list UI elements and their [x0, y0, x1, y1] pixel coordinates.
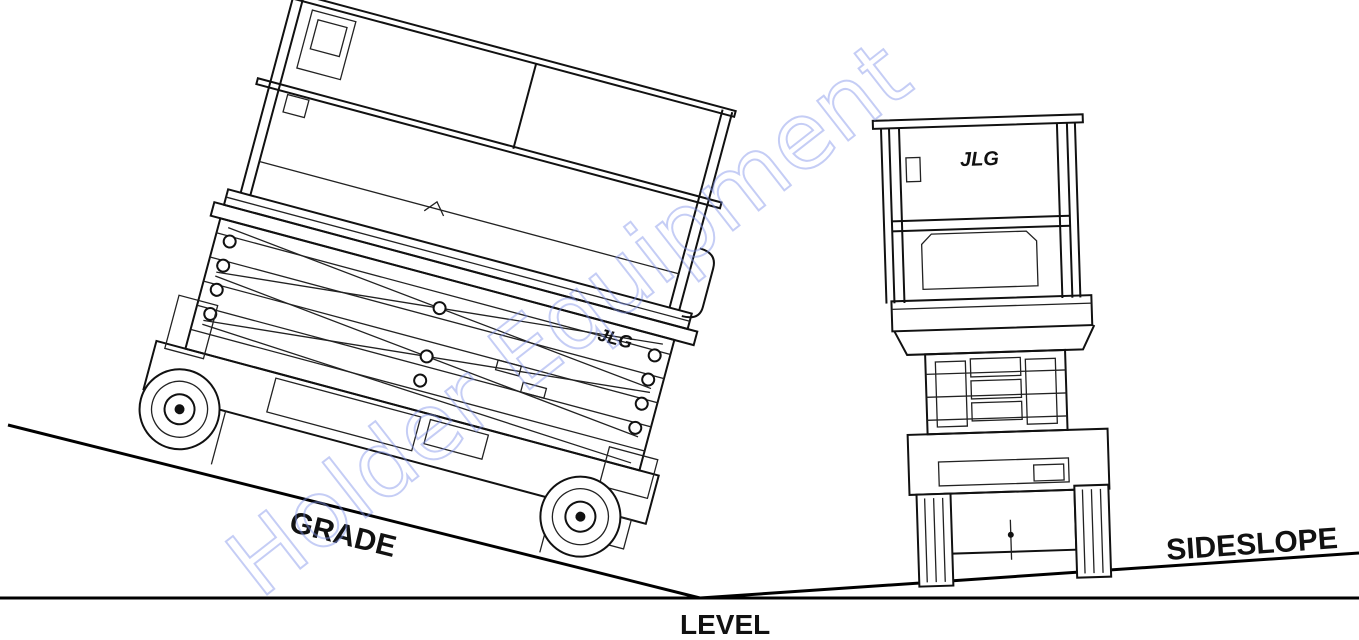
- sideslope-label: SIDESLOPE: [1165, 522, 1339, 567]
- grade-line: [7, 423, 701, 600]
- platform-deck-rear: [890, 294, 1096, 356]
- sideslope-line: [699, 551, 1359, 600]
- scissor-lift-on-grade: JLG: [138, 0, 737, 558]
- left-wheel-rear: [915, 492, 955, 588]
- scissor-stack-rear: [924, 348, 1069, 436]
- scissor-lift-on-sideslope: JLG: [871, 113, 1113, 588]
- platform-railing-rear: JLG: [871, 113, 1084, 304]
- brand-logo-right: JLG: [960, 148, 1000, 171]
- right-wheel-rear: [1073, 483, 1113, 579]
- platform-railing: [239, 0, 737, 319]
- rear-wheel: [138, 368, 221, 451]
- front-wheel: [539, 475, 622, 558]
- level-label: LEVEL: [680, 609, 770, 640]
